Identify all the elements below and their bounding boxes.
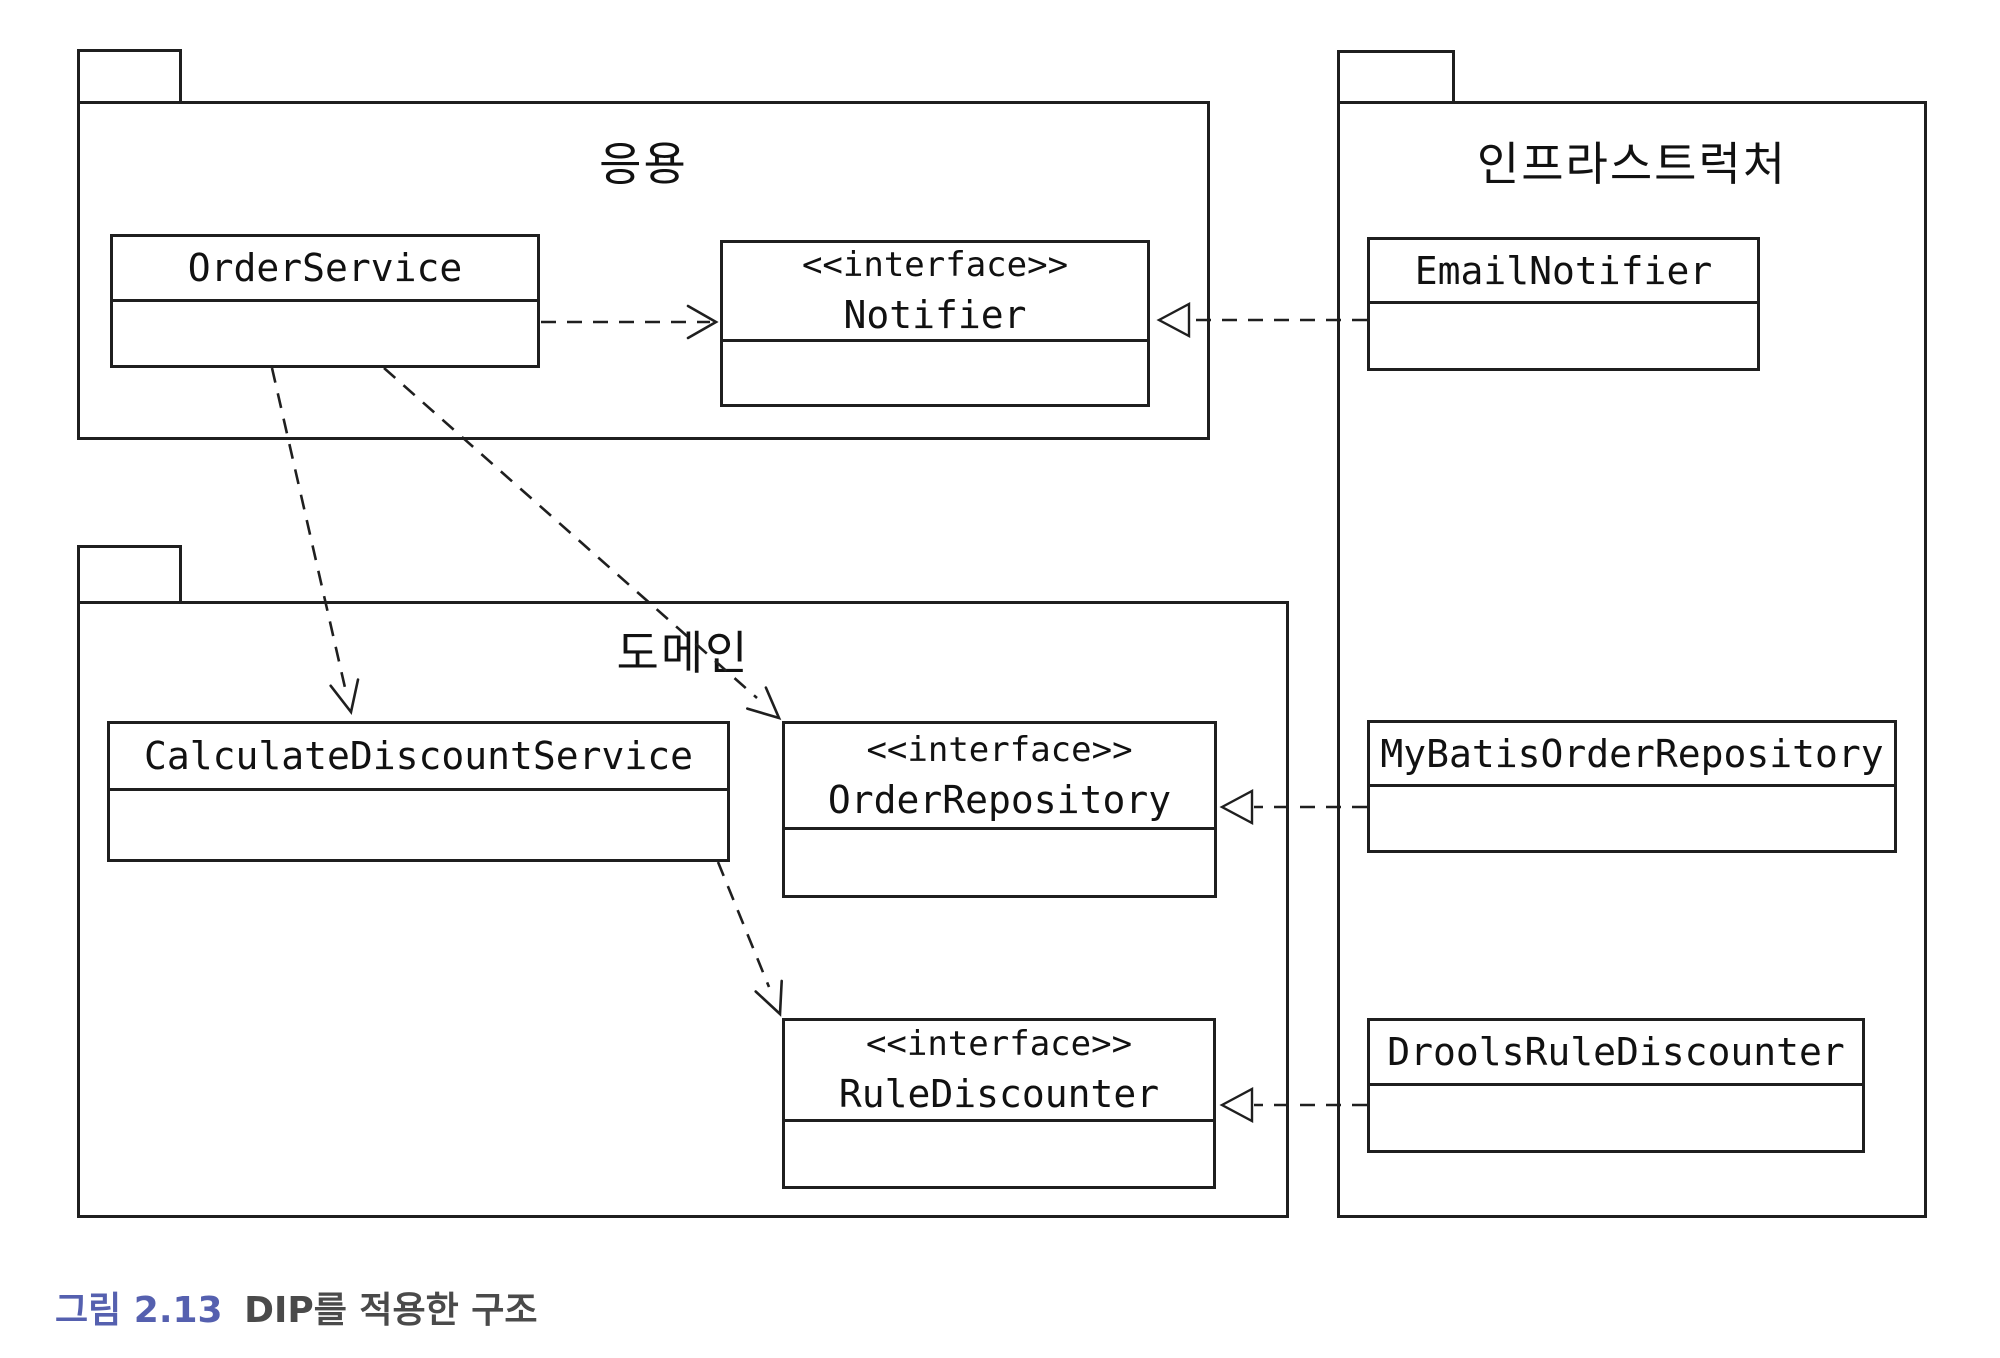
email-notifier-class-name: EmailNotifier: [1414, 248, 1713, 293]
infrastructure-package-label: 인프라스트럭처: [1476, 137, 1788, 191]
realization-arrow-email-notifier-to-notifier: [1156, 302, 1367, 338]
realization-arrow-drools-rule-discounter-to-rule-discounter: [1219, 1087, 1367, 1123]
figure-caption-number: 그림 2.13: [55, 1290, 223, 1331]
drools-rule-discounter-class-box: DroolsRuleDiscounter: [1367, 1018, 1865, 1153]
notifier-interface-box: <<interface>> Notifier: [720, 240, 1150, 407]
application-package-label: 응용: [599, 137, 688, 191]
calculate-discount-service-class-box: CalculateDiscountService: [107, 721, 730, 862]
mybatis-order-repository-class-box: MyBatisOrderRepository: [1367, 720, 1897, 853]
order-repository-interface-name: OrderRepository: [827, 777, 1172, 822]
drools-rule-discounter-class-name: DroolsRuleDiscounter: [1387, 1030, 1845, 1074]
figure-caption: 그림 2.13 DIP를 적용한 구조: [55, 1281, 538, 1333]
mybatis-order-repository-class-name: MyBatisOrderRepository: [1380, 731, 1884, 776]
order-repository-stereotype: <<interface>>: [866, 729, 1133, 770]
order-repository-interface-box: <<interface>> OrderRepository: [782, 721, 1217, 898]
notifier-stereotype: <<interface>>: [801, 245, 1069, 285]
dependency-arrow-order-service-to-calculate-discount-service: [270, 367, 360, 716]
email-notifier-class-box: EmailNotifier: [1367, 237, 1760, 371]
rule-discounter-stereotype: <<interface>>: [865, 1024, 1133, 1064]
notifier-interface-name: Notifier: [843, 293, 1027, 337]
rule-discounter-interface-name: RuleDiscounter: [838, 1072, 1160, 1116]
order-service-class-box: OrderService: [110, 234, 540, 368]
calculate-discount-service-class-name: CalculateDiscountService: [143, 734, 694, 778]
application-package-tab: [77, 49, 182, 104]
domain-package-tab: [77, 545, 182, 604]
dependency-arrow-calculate-discount-service-to-rule-discounter: [716, 861, 783, 1017]
rule-discounter-interface-box: <<interface>> RuleDiscounter: [782, 1018, 1216, 1189]
infrastructure-package-tab: [1337, 50, 1455, 104]
realization-arrow-mybatis-order-repository-to-order-repository: [1219, 789, 1367, 825]
dependency-arrow-order-service-to-order-repository: [383, 367, 782, 721]
figure-caption-text: DIP를 적용한 구조: [244, 1290, 538, 1331]
order-service-class-name: OrderService: [187, 246, 463, 290]
dependency-arrow-order-service-to-notifier: [541, 304, 719, 340]
